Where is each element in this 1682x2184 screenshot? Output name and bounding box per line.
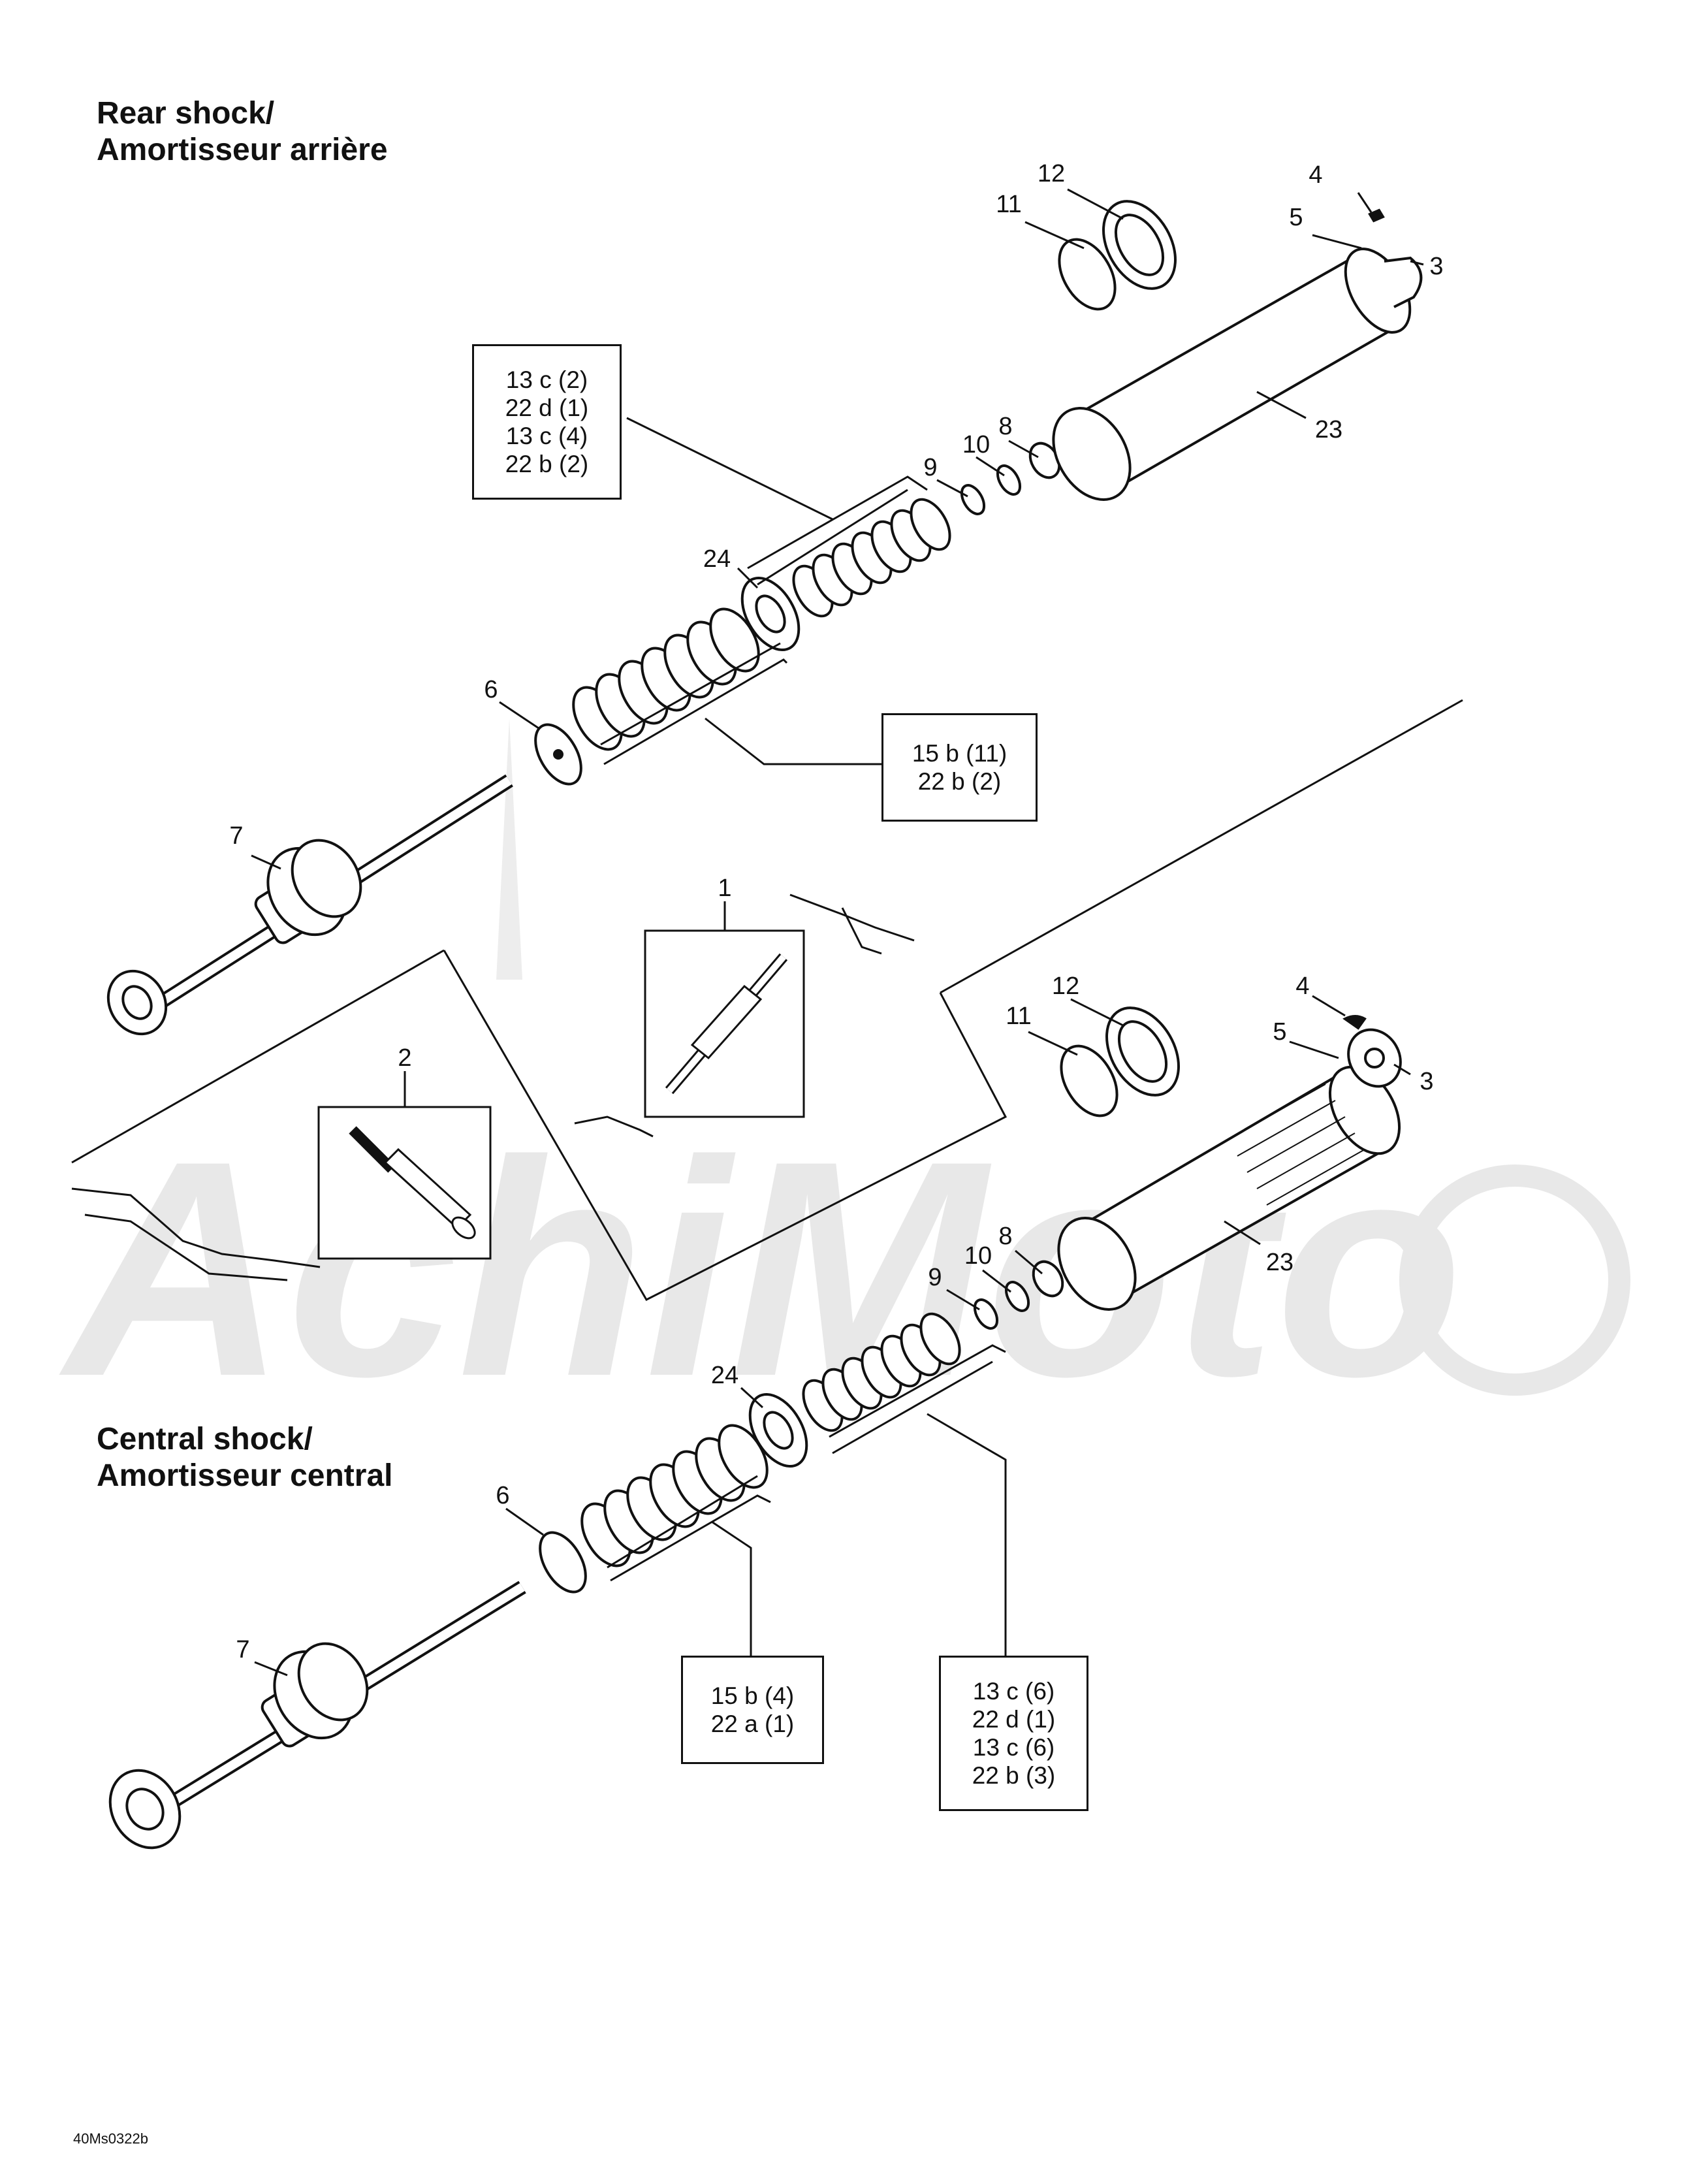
callout-rear-1: 1 bbox=[718, 875, 731, 902]
rear-spring-stack-small bbox=[792, 498, 951, 618]
callout-rear-9: 9 bbox=[923, 454, 937, 481]
callout-rear-3: 3 bbox=[1429, 253, 1443, 280]
rear-washer-part-9 bbox=[960, 484, 986, 515]
callout-central-5: 5 bbox=[1273, 1018, 1286, 1046]
central-oring-part-6 bbox=[1060, 1044, 1119, 1117]
central-spring-stack-small bbox=[802, 1312, 961, 1432]
rear-callouts: 12 11 4 5 3 23 8 10 9 24 6 7 1 bbox=[229, 160, 1443, 902]
central-shock-title-en: Central shock/ bbox=[97, 1422, 313, 1456]
rear-parts-box-lower: 15 b (11) 22 b (2) bbox=[881, 713, 1038, 822]
central-shock-heading: Central shock/ Amortisseur central bbox=[97, 1421, 393, 1494]
callout-central-9: 9 bbox=[928, 1264, 942, 1291]
inset-rear-shock-view bbox=[644, 929, 805, 1118]
rear-leader-lines bbox=[251, 188, 1424, 870]
central-washer-part-9 bbox=[973, 1298, 999, 1330]
box-line: 13 c (6) bbox=[972, 1734, 1055, 1761]
callout-rear-8: 8 bbox=[998, 413, 1012, 440]
central-body-part-23 bbox=[1057, 1028, 1402, 1311]
box-line: 15 b (11) bbox=[912, 740, 1008, 767]
central-shock-title-fr: Amortisseur central bbox=[97, 1458, 393, 1493]
central-parts-box-left: 15 b (4) 22 a (1) bbox=[681, 1656, 824, 1764]
callout-central-10: 6 bbox=[496, 1482, 509, 1509]
rear-screw-part-4 bbox=[1368, 208, 1385, 223]
central-nut-part-8 bbox=[1032, 1260, 1064, 1298]
callout-rear-24: 24 bbox=[703, 545, 731, 573]
central-callouts: 2 12 11 4 5 3 23 8 10 9 24 6 7 bbox=[236, 972, 1433, 1663]
figure-code: 40Ms0322b bbox=[73, 2130, 148, 2147]
box-line: 22 b (2) bbox=[505, 451, 589, 477]
box-line: 15 b (4) bbox=[710, 1682, 795, 1709]
callout-central-4: 4 bbox=[1295, 972, 1309, 1000]
central-spring-stack-large bbox=[580, 1424, 769, 1567]
central-washer-part-10 bbox=[539, 1531, 587, 1594]
central-screw-part-4 bbox=[1342, 1015, 1367, 1030]
rear-shock-title-en: Rear shock/ bbox=[97, 96, 275, 131]
central-leader-lines bbox=[254, 995, 1411, 1677]
callout-rear-12: 7 bbox=[229, 822, 243, 850]
central-washer-part-11 bbox=[1004, 1281, 1030, 1312]
inset-leader-lines bbox=[404, 901, 726, 1107]
callout-rear-11: 10 bbox=[962, 431, 990, 458]
callout-central-6: 11 bbox=[1006, 1003, 1031, 1030]
box-line: 22 d (1) bbox=[505, 394, 589, 421]
callout-central-23: 23 bbox=[1266, 1249, 1293, 1276]
callout-central-12: 7 bbox=[236, 1636, 249, 1663]
callout-rear-6: 11 bbox=[996, 191, 1021, 218]
rear-spring-stack-large bbox=[572, 607, 760, 751]
box-line: 22 b (2) bbox=[917, 768, 1002, 795]
box-line: 13 c (6) bbox=[972, 1678, 1055, 1705]
rear-body-part-23 bbox=[1052, 248, 1423, 501]
callout-rear-10: 6 bbox=[484, 676, 498, 703]
callout-central-8: 8 bbox=[998, 1223, 1012, 1250]
central-shaft-eye-part-12 bbox=[108, 1581, 526, 1850]
rear-parts-box-upper: 13 c (2) 22 d (1) 13 c (4) 22 b (2) bbox=[472, 344, 622, 500]
callout-rear-23: 23 bbox=[1315, 416, 1342, 443]
box-line: 22 b (3) bbox=[972, 1762, 1056, 1789]
callout-central-7: 12 bbox=[1052, 972, 1079, 1000]
callout-rear-4: 4 bbox=[1309, 161, 1322, 189]
rear-shaft-eye-part-12 bbox=[106, 774, 513, 1036]
rear-shock-title-fr: Amortisseur arrière bbox=[97, 133, 388, 167]
callout-rear-5: 5 bbox=[1289, 204, 1303, 231]
central-shock-assembly bbox=[108, 1006, 1402, 1850]
inset-central-shock-view bbox=[317, 1106, 492, 1260]
suspension-sketch-icons bbox=[71, 893, 915, 1281]
box-line: 22 a (1) bbox=[710, 1710, 795, 1737]
callout-central-2: 2 bbox=[398, 1044, 411, 1072]
box-line: 13 c (2) bbox=[505, 366, 588, 393]
section-divider bbox=[71, 699, 1463, 1301]
callout-central-3: 3 bbox=[1420, 1068, 1433, 1095]
rear-washer-part-11 bbox=[996, 464, 1022, 496]
central-parts-box-right: 13 c (6) 22 d (1) 13 c (6) 22 b (3) bbox=[939, 1656, 1088, 1811]
callout-central-24: 24 bbox=[711, 1362, 738, 1389]
box-line: 13 c (4) bbox=[505, 423, 588, 449]
rear-shock-assembly bbox=[106, 200, 1423, 1036]
rear-shock-heading: Rear shock/ Amortisseur arrière bbox=[97, 95, 388, 169]
callout-central-11: 10 bbox=[964, 1242, 992, 1270]
callout-rear-7: 12 bbox=[1038, 160, 1065, 187]
box-line: 22 d (1) bbox=[972, 1706, 1056, 1733]
